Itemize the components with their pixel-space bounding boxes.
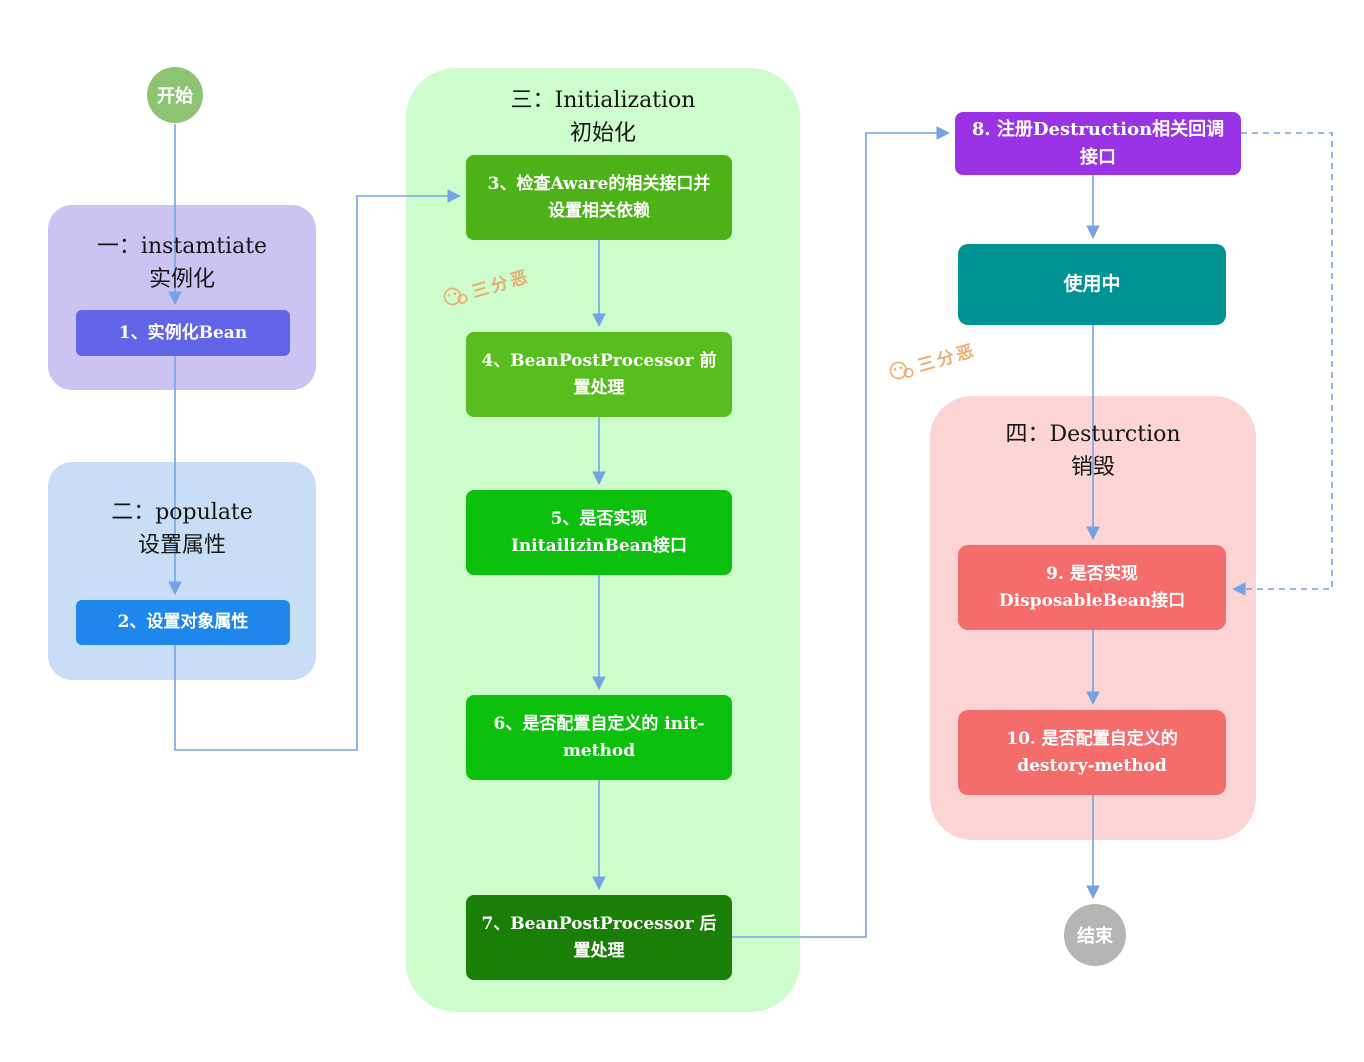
group-instantiate-title: 一：instamtiate 实例化 <box>48 230 316 296</box>
group-initialization-title-line1: 三：Initialization <box>510 88 696 113</box>
watermark-face-icon <box>889 361 914 379</box>
step-3-check-aware-interfaces: 3、检查Aware的相关接口并设置相关依赖 <box>466 155 732 240</box>
watermark-face-icon <box>443 287 468 305</box>
group-destruction-title-line2: 销毁 <box>1070 455 1115 480</box>
group-populate-title: 二：populate 设置属性 <box>48 496 316 562</box>
group-instantiate-title-line1: 一：instamtiate <box>96 234 268 259</box>
group-populate-title-line2: 设置属性 <box>137 533 226 558</box>
end-label: 结束 <box>1077 926 1113 947</box>
group-instantiate-title-line2: 实例化 <box>148 267 215 292</box>
group-instantiate <box>48 205 316 390</box>
step-2-set-properties: 2、设置对象属性 <box>76 600 290 645</box>
group-destruction-title: 四：Desturction 销毁 <box>930 418 1256 484</box>
end-node: 结束 <box>1064 904 1126 966</box>
step-10-custom-destroy-method: 10. 是否配置自定义的 destory-method <box>958 710 1226 795</box>
group-populate-title-line1: 二：populate <box>111 500 253 525</box>
group-initialization-title-line2: 初始化 <box>569 121 636 146</box>
step-8-register-destruction-callback: 8. 注册Destruction相关回调接口 <box>955 112 1241 175</box>
start-label: 开始 <box>157 86 193 107</box>
start-node: 开始 <box>147 67 203 123</box>
step-1-instantiate-bean: 1、实例化Bean <box>76 310 290 356</box>
watermark: 三分恶 <box>438 262 533 311</box>
step-7-beanpostprocessor-after: 7、BeanPostProcessor 后置处理 <box>466 895 732 980</box>
in-use-node: 使用中 <box>958 244 1226 325</box>
group-destruction-title-line1: 四：Desturction <box>1005 422 1181 447</box>
step-4-beanpostprocessor-before: 4、BeanPostProcessor 前置处理 <box>466 332 732 417</box>
watermark: 三分恶 <box>884 336 979 385</box>
step-5-initializingbean-check: 5、是否实现 InitailizinBean接口 <box>466 490 732 575</box>
step-9-disposablebean-check: 9. 是否实现 DisposableBean接口 <box>958 545 1226 630</box>
step-6-custom-init-method: 6、是否配置自定义的 init-method <box>466 695 732 780</box>
group-initialization-title: 三：Initialization 初始化 <box>406 84 800 150</box>
